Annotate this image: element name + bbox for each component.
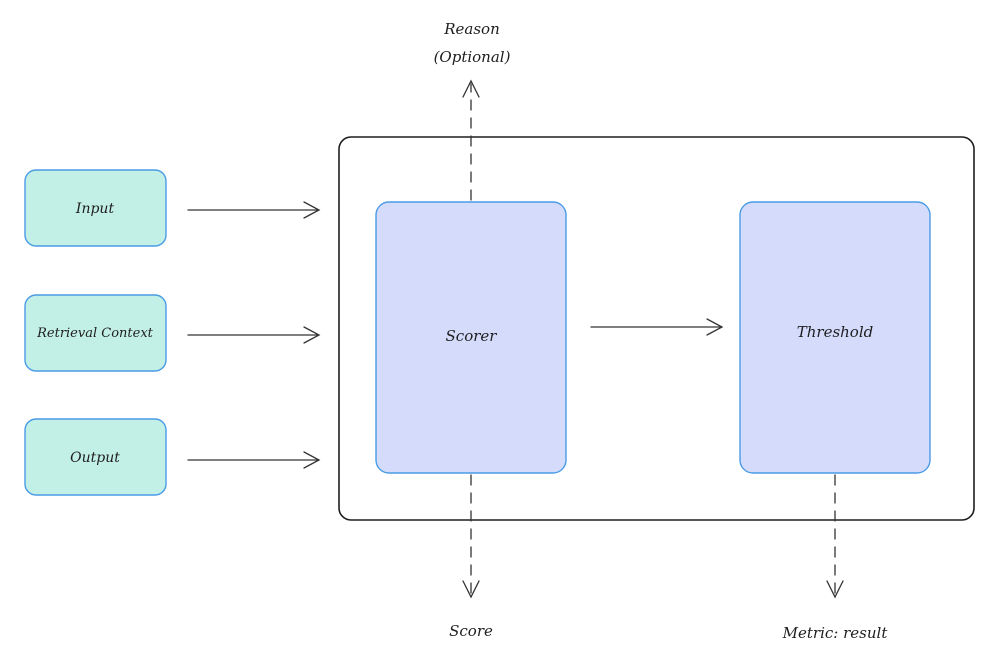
arrow-scorer-to-reason [462,79,480,201]
arrow-scorer-to-score [462,474,480,599]
input-box: Input [24,169,167,247]
score-label: Score [449,622,493,640]
scorer-block: Scorer [375,201,567,474]
arrow-input-to-frame [187,201,321,219]
metric-result-label: Metric: result [782,624,889,642]
threshold-label: Threshold [797,323,874,341]
input-box-label: Input [75,201,115,217]
arrow-scorer-to-threshold [590,318,724,336]
arrow-threshold-to-metric-result [826,474,844,599]
retrieval-context-box: Retrieval Context [24,294,167,372]
output-box-label: Output [70,450,120,466]
reason-label: Reason [443,20,500,38]
arrow-output-to-frame [187,451,321,469]
arrow-retrieval-context-to-frame [187,326,321,344]
threshold-block: Threshold [739,201,931,474]
output-box: Output [24,418,167,496]
scorer-label: Scorer [446,327,498,345]
reason-optional-label: (Optional) [434,48,511,66]
retrieval-context-box-label: Retrieval Context [36,326,154,341]
